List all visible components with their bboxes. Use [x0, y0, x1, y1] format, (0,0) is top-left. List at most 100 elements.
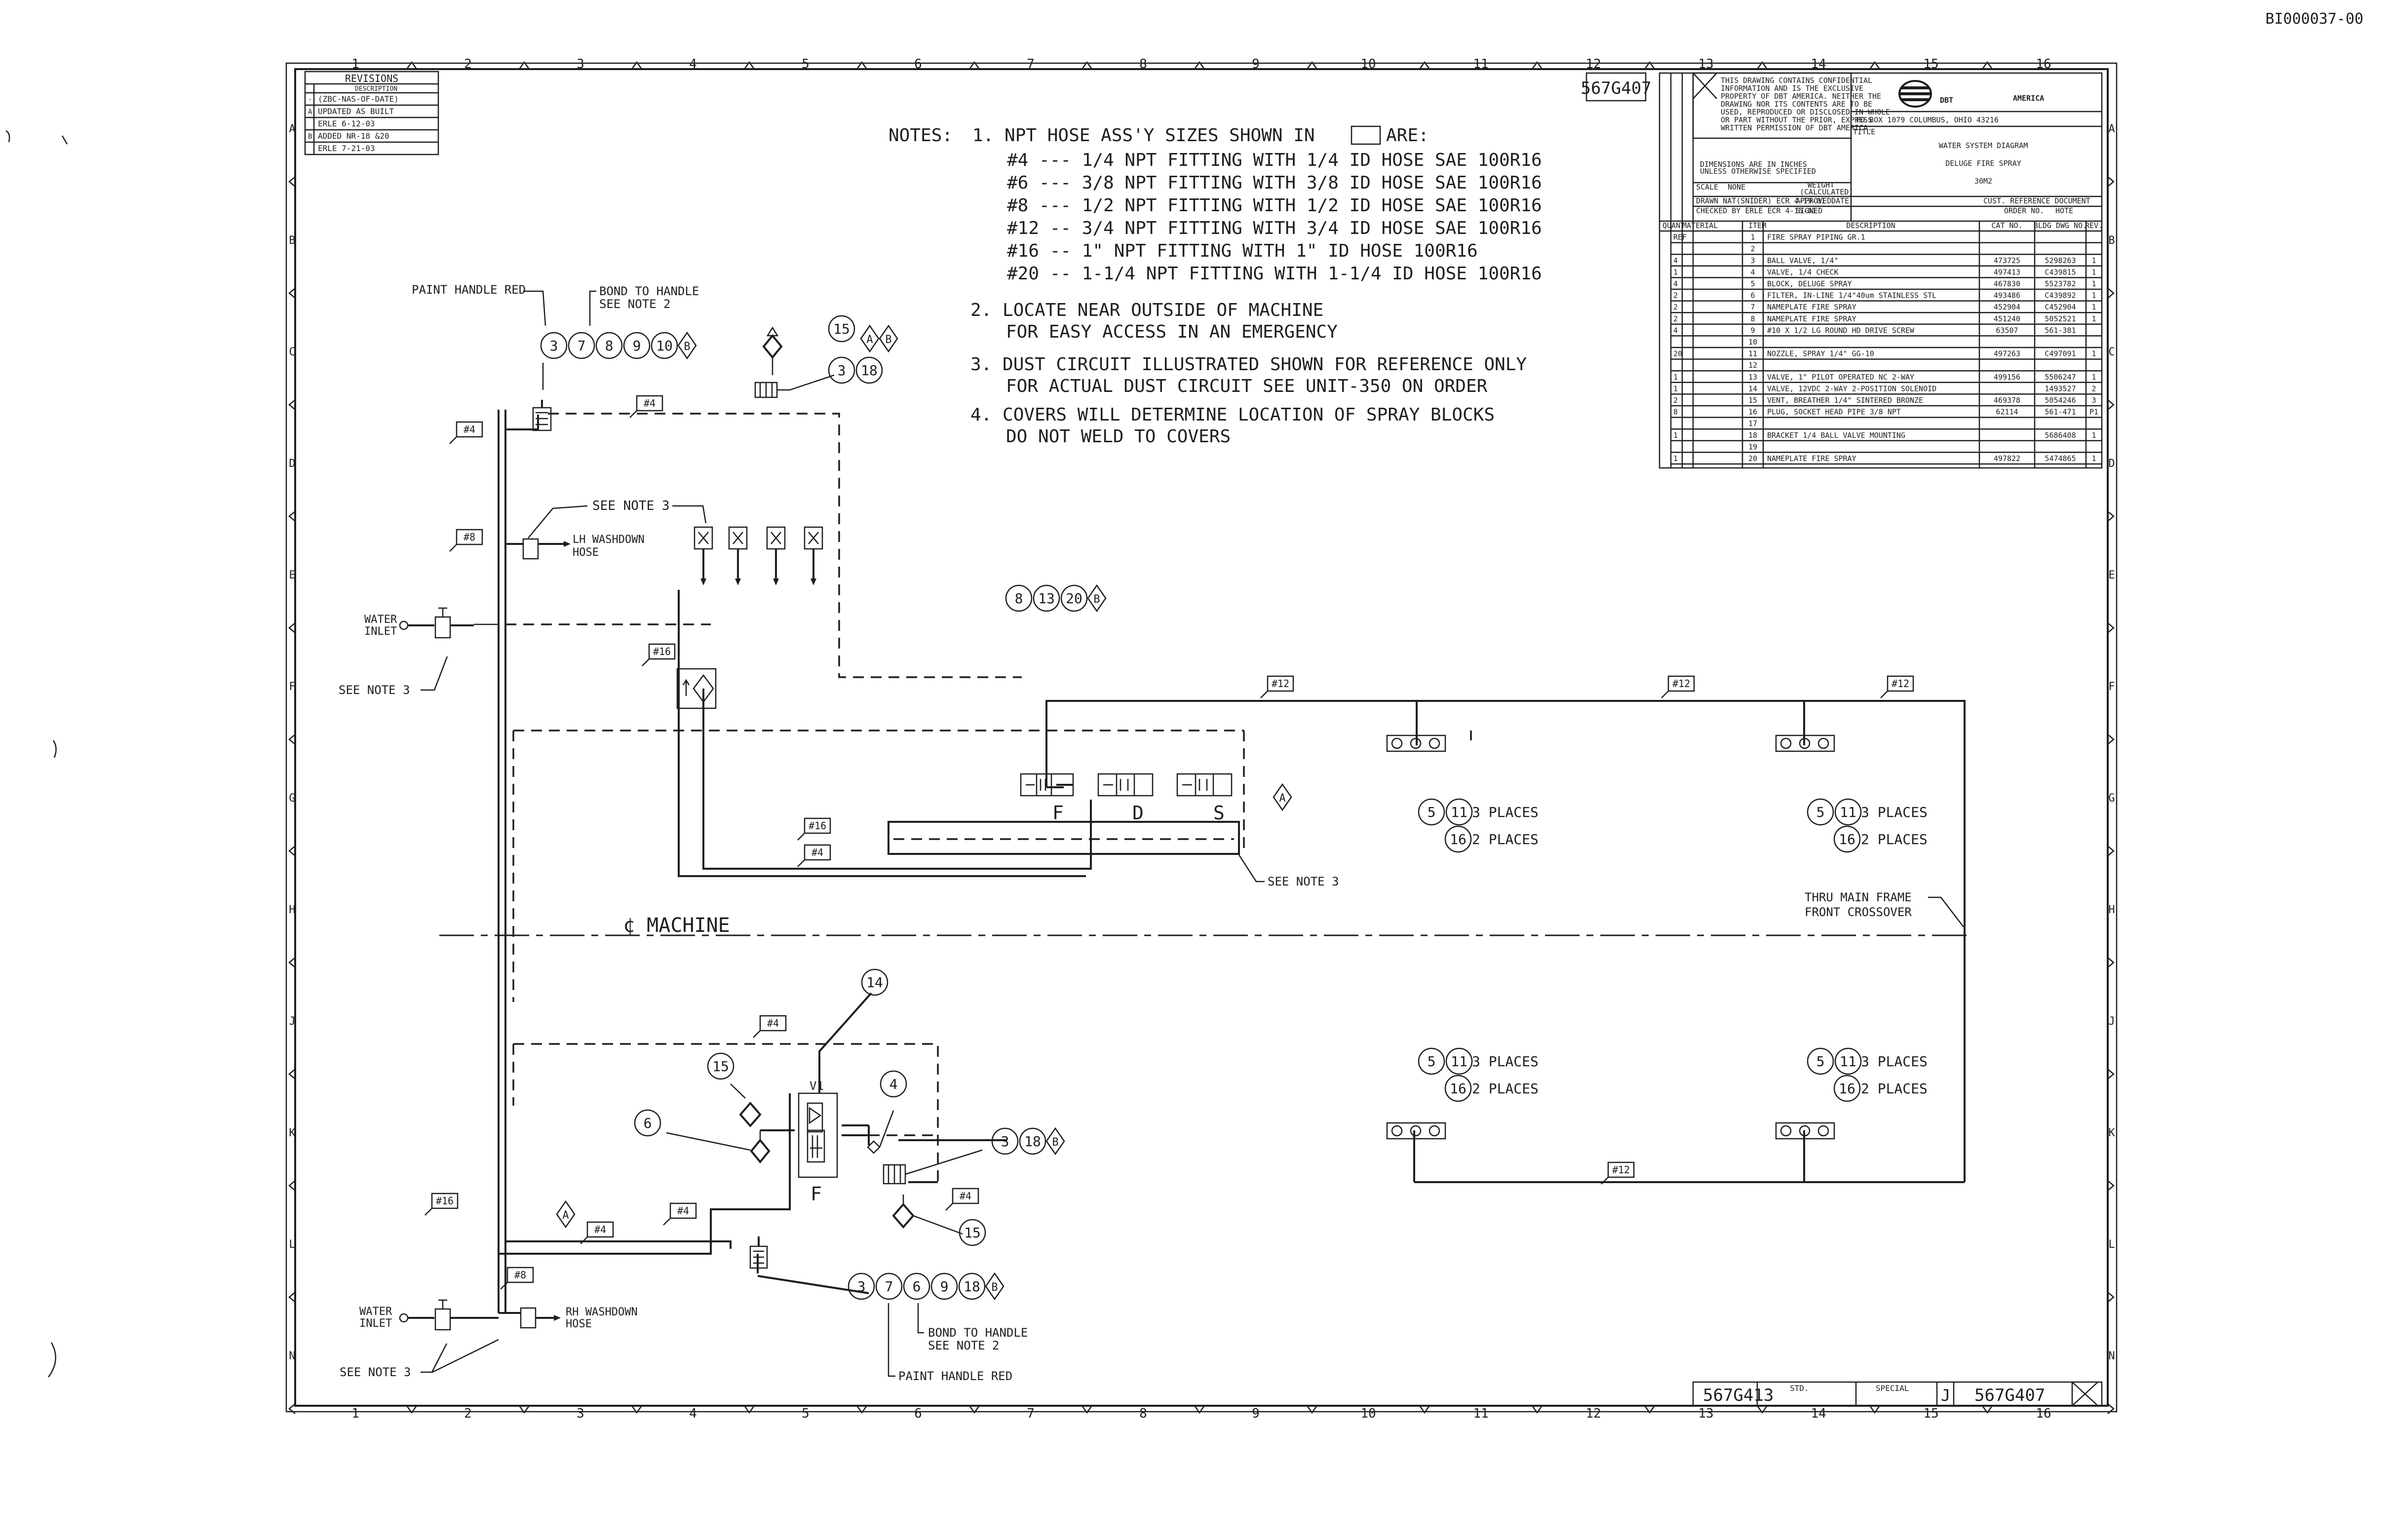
hose-tag-text: #12 [1272, 678, 1289, 690]
balloon-bottom-text: 7 [885, 1278, 893, 1295]
balloon-bv-lower-rev-text: B [1052, 1136, 1058, 1149]
balloon-bv-text: 18 [861, 362, 878, 379]
bom-cat: 469378 [1994, 396, 2020, 405]
spray-nozzle [1799, 737, 1811, 749]
zone-tick-top [968, 61, 980, 70]
bom-rev: 1 [2091, 349, 2096, 358]
balloon-pilot-text: 8 [1015, 590, 1023, 607]
label-water-bot: WATER [359, 1306, 392, 1318]
bom-cat: 497413 [1994, 268, 2020, 276]
zone-tick-bottom [406, 1405, 418, 1414]
bom-desc: NAMEPLATE FIRE SPRAY [1767, 303, 1856, 311]
label-see-note3-a: SEE NOTE 3 [592, 499, 670, 513]
balloon-filter [634, 1109, 661, 1137]
zone-tick-right [2107, 176, 2115, 187]
zone-right-D: D [2108, 458, 2115, 470]
bom-desc: BRACKET 1/4 BALL VALVE MOUNTING [1767, 431, 1905, 440]
label-three-places: 3 PLACES [1861, 1053, 1928, 1070]
zone-tick-bottom [1531, 1405, 1543, 1414]
revision-ltr: B [308, 133, 312, 141]
hose-tag-leader [753, 1030, 761, 1038]
weight-value: (CALCULATED) [1800, 188, 1853, 196]
bom-item: 19 [1748, 442, 1757, 451]
balloon-top-text: 8 [605, 338, 614, 354]
bom-cat: 497263 [1994, 349, 2020, 358]
bom-col-material: MATERIAL [1682, 221, 1718, 230]
zone-bottom-11: 11 [1473, 1406, 1488, 1421]
label-see-note2-top: SEE NOTE 2 [599, 297, 671, 311]
hose-tag-text: #12 [1672, 678, 1690, 690]
balloon-top-text: 10 [656, 338, 673, 354]
zone-bottom-16: 16 [2036, 1406, 2051, 1421]
zone-tick-bottom [1981, 1405, 1993, 1414]
balloon-pilot-rev-text: B [1093, 593, 1100, 606]
zone-bottom-10: 10 [1360, 1406, 1376, 1421]
upper-ball-valve [532, 400, 552, 431]
balloon-block-text: 11 [1451, 804, 1468, 820]
hose-tag [586, 1221, 614, 1238]
zone-tick-bottom [968, 1405, 980, 1414]
hose-tag [506, 1267, 534, 1283]
bom-cat: 467830 [1994, 279, 2020, 288]
zone-tick-bottom [1419, 1405, 1430, 1414]
bom-dwg: 5686408 [2045, 431, 2076, 440]
zone-tick-top [1869, 61, 1881, 70]
bom-qty: 8 [1673, 408, 1678, 417]
balloon-top [540, 332, 568, 359]
zone-tick-right [2107, 734, 2115, 745]
zone-right-N: N [2108, 1350, 2115, 1362]
bom-desc: BLOCK, DELUGE SPRAY [1767, 279, 1852, 288]
zone-bottom-7: 7 [1027, 1406, 1035, 1421]
note-size-line: #4 --- 1/4 NPT FITTING WITH 1/4 ID HOSE … [1007, 150, 1542, 170]
hose-tag [1267, 675, 1294, 692]
lower-vent-2 [892, 1194, 963, 1235]
balloon-block [1807, 798, 1834, 826]
title-label: TITLE [1853, 127, 1875, 136]
zone-right-H: H [2108, 904, 2115, 916]
hose-tag-leader [797, 833, 805, 841]
zone-tick-top [1531, 61, 1543, 70]
bom-col-item: ITEM [1748, 221, 1766, 230]
solenoid-valve-v1 [798, 992, 872, 1178]
label-see-note3-c: SEE NOTE 3 [1268, 875, 1339, 888]
zone-right-K: K [2108, 1127, 2115, 1139]
zone-labels: 1122334455667788991010111112121313141415… [288, 57, 2115, 1421]
hose-tag-leader [449, 544, 457, 552]
balloon-bv-lower [1019, 1127, 1046, 1155]
hose-tag [952, 1188, 979, 1204]
components [399, 326, 1835, 1331]
lower-vent [730, 1083, 762, 1128]
balloon-block-text: 11 [1840, 804, 1856, 820]
balloon-plug-text: 16 [1450, 831, 1467, 847]
dbt-logo [1898, 80, 1932, 108]
hose-size-tags: #4#8#4#16#16#4#12#12#12#4#4#16#4#4#8#12 [425, 395, 1914, 1290]
balloon-block-text: 5 [1428, 1053, 1436, 1070]
gauge-mark [733, 532, 743, 544]
balloon-bottom [930, 1272, 958, 1300]
hose-tag-leader [500, 1282, 508, 1290]
zone-bottom-14: 14 [1811, 1406, 1826, 1421]
bom-desc: VALVE, 1" PILOT OPERATED NC 2-WAY [1767, 373, 1914, 382]
gauge-mark [698, 532, 709, 544]
revision-text: ADDED NR-18 &20 [318, 131, 389, 141]
label-thru-main-frame: THRU MAIN FRAME [1805, 890, 1912, 904]
revision-ltr: - [308, 96, 312, 104]
label-rh-washdown: RH WASHDOWN [566, 1306, 638, 1318]
zone-right-A: A [2108, 123, 2115, 135]
confidential-line: DRAWING NOR ITS CONTENTS ARE TO BE [1721, 100, 1872, 109]
hose-tag-leader [797, 859, 805, 867]
hose-tag-text: #4 [594, 1224, 606, 1235]
zone-tick-left [288, 846, 296, 856]
hose-tag-leader [642, 658, 650, 666]
bom-rev: 1 [2091, 454, 2096, 463]
bom-qty: 2 [1673, 396, 1678, 405]
balloon-plug [1444, 1075, 1472, 1102]
zone-tick-left [288, 957, 296, 968]
hose-tag-text: #8 [464, 531, 475, 543]
bom-desc: BALL VALVE, 1/4" [1767, 256, 1839, 265]
zone-bottom-8: 8 [1139, 1406, 1147, 1421]
zone-tick-bottom [1081, 1405, 1093, 1414]
confidential-line: THIS DRAWING CONTAINS CONFIDENTIAL [1721, 76, 1872, 85]
